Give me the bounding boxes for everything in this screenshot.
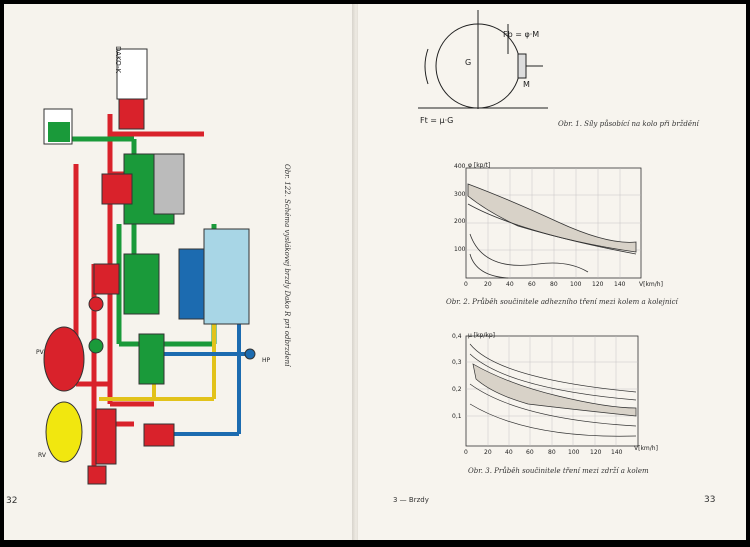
fig3-xtick: 80	[548, 449, 556, 456]
fig3-ytick-02: 0,2	[452, 386, 462, 393]
fig2-xlabel: V[km/h]	[639, 281, 663, 288]
fig3-xtick: 60	[526, 449, 534, 456]
fig2-xtick: 100	[570, 281, 582, 288]
right-page: Fb = φ·M G M Ft = μ·G Obr. 1. Síly působ…	[358, 4, 746, 540]
fig2-xtick: 60	[528, 281, 536, 288]
fig1-ft-label: Ft = μ·G	[420, 116, 454, 125]
fig3-xtick: 40	[505, 449, 513, 456]
fig2-xtick: 80	[550, 281, 558, 288]
fig3-xtick: 0	[464, 449, 468, 456]
fig2-xtick: 140	[614, 281, 626, 288]
fig1-fb-label: Fb = φ·M	[503, 30, 540, 39]
fig1-m-label: M	[523, 80, 530, 89]
fig1-caption: Obr. 1. Síly působící na kolo při bržděn…	[558, 120, 699, 128]
fig3-caption: Obr. 3. Průběh součinitele tření mezi zd…	[468, 467, 649, 475]
pv-label: PV	[36, 349, 44, 356]
fig3-xtick: 100	[568, 449, 580, 456]
page-number-right: 33	[704, 495, 716, 505]
fig2-xtick: 40	[506, 281, 514, 288]
fig3-ytick-04: 0,4	[452, 333, 462, 340]
figure-caption: Obr. 122. Schéma vyslákovej brzdy Dako R…	[283, 164, 291, 367]
fig3-ytick-01: 0,1	[452, 413, 462, 420]
book-spine	[352, 4, 360, 540]
dako-label: DAKO-K	[114, 46, 122, 74]
fig1-g-label: G	[465, 58, 472, 67]
fig3-xtick: 20	[484, 449, 492, 456]
fig3-ylabel: μ [kp/kp]	[468, 332, 495, 339]
page-footer: 3 — Brzdy	[393, 496, 429, 504]
fig2-ytick-300: 300	[454, 191, 466, 198]
hp-label: HP	[262, 357, 271, 364]
fig2-xtick: 20	[484, 281, 492, 288]
page-number: 32	[6, 496, 18, 506]
fig3-xtick: 120	[590, 449, 602, 456]
fig3-ytick-03: 0,3	[452, 359, 462, 366]
fig3-xlabel: V[km/h]	[634, 445, 658, 452]
fig3-chart	[465, 335, 639, 447]
fig2-chart	[465, 167, 642, 279]
fig1-wheel-diagram	[418, 10, 548, 109]
fig2-ytick-400: 400	[454, 163, 466, 170]
fig2-caption: Obr. 2. Průběh součinitele adhezního tře…	[446, 298, 678, 306]
fig2-xtick: 120	[592, 281, 604, 288]
fig3-xtick: 140	[611, 449, 623, 456]
brake-schematic	[43, 48, 256, 485]
rv-label: RV	[38, 452, 46, 459]
fig2-ylabel: φ [kp/t]	[468, 162, 491, 169]
fig2-xtick: 0	[464, 281, 468, 288]
fig2-ytick-100: 100	[454, 246, 466, 253]
fig2-ytick-200: 200	[454, 218, 466, 225]
left-page: DAKO-K PV RV HP Obr. 122. Schéma vysláko…	[4, 4, 354, 540]
